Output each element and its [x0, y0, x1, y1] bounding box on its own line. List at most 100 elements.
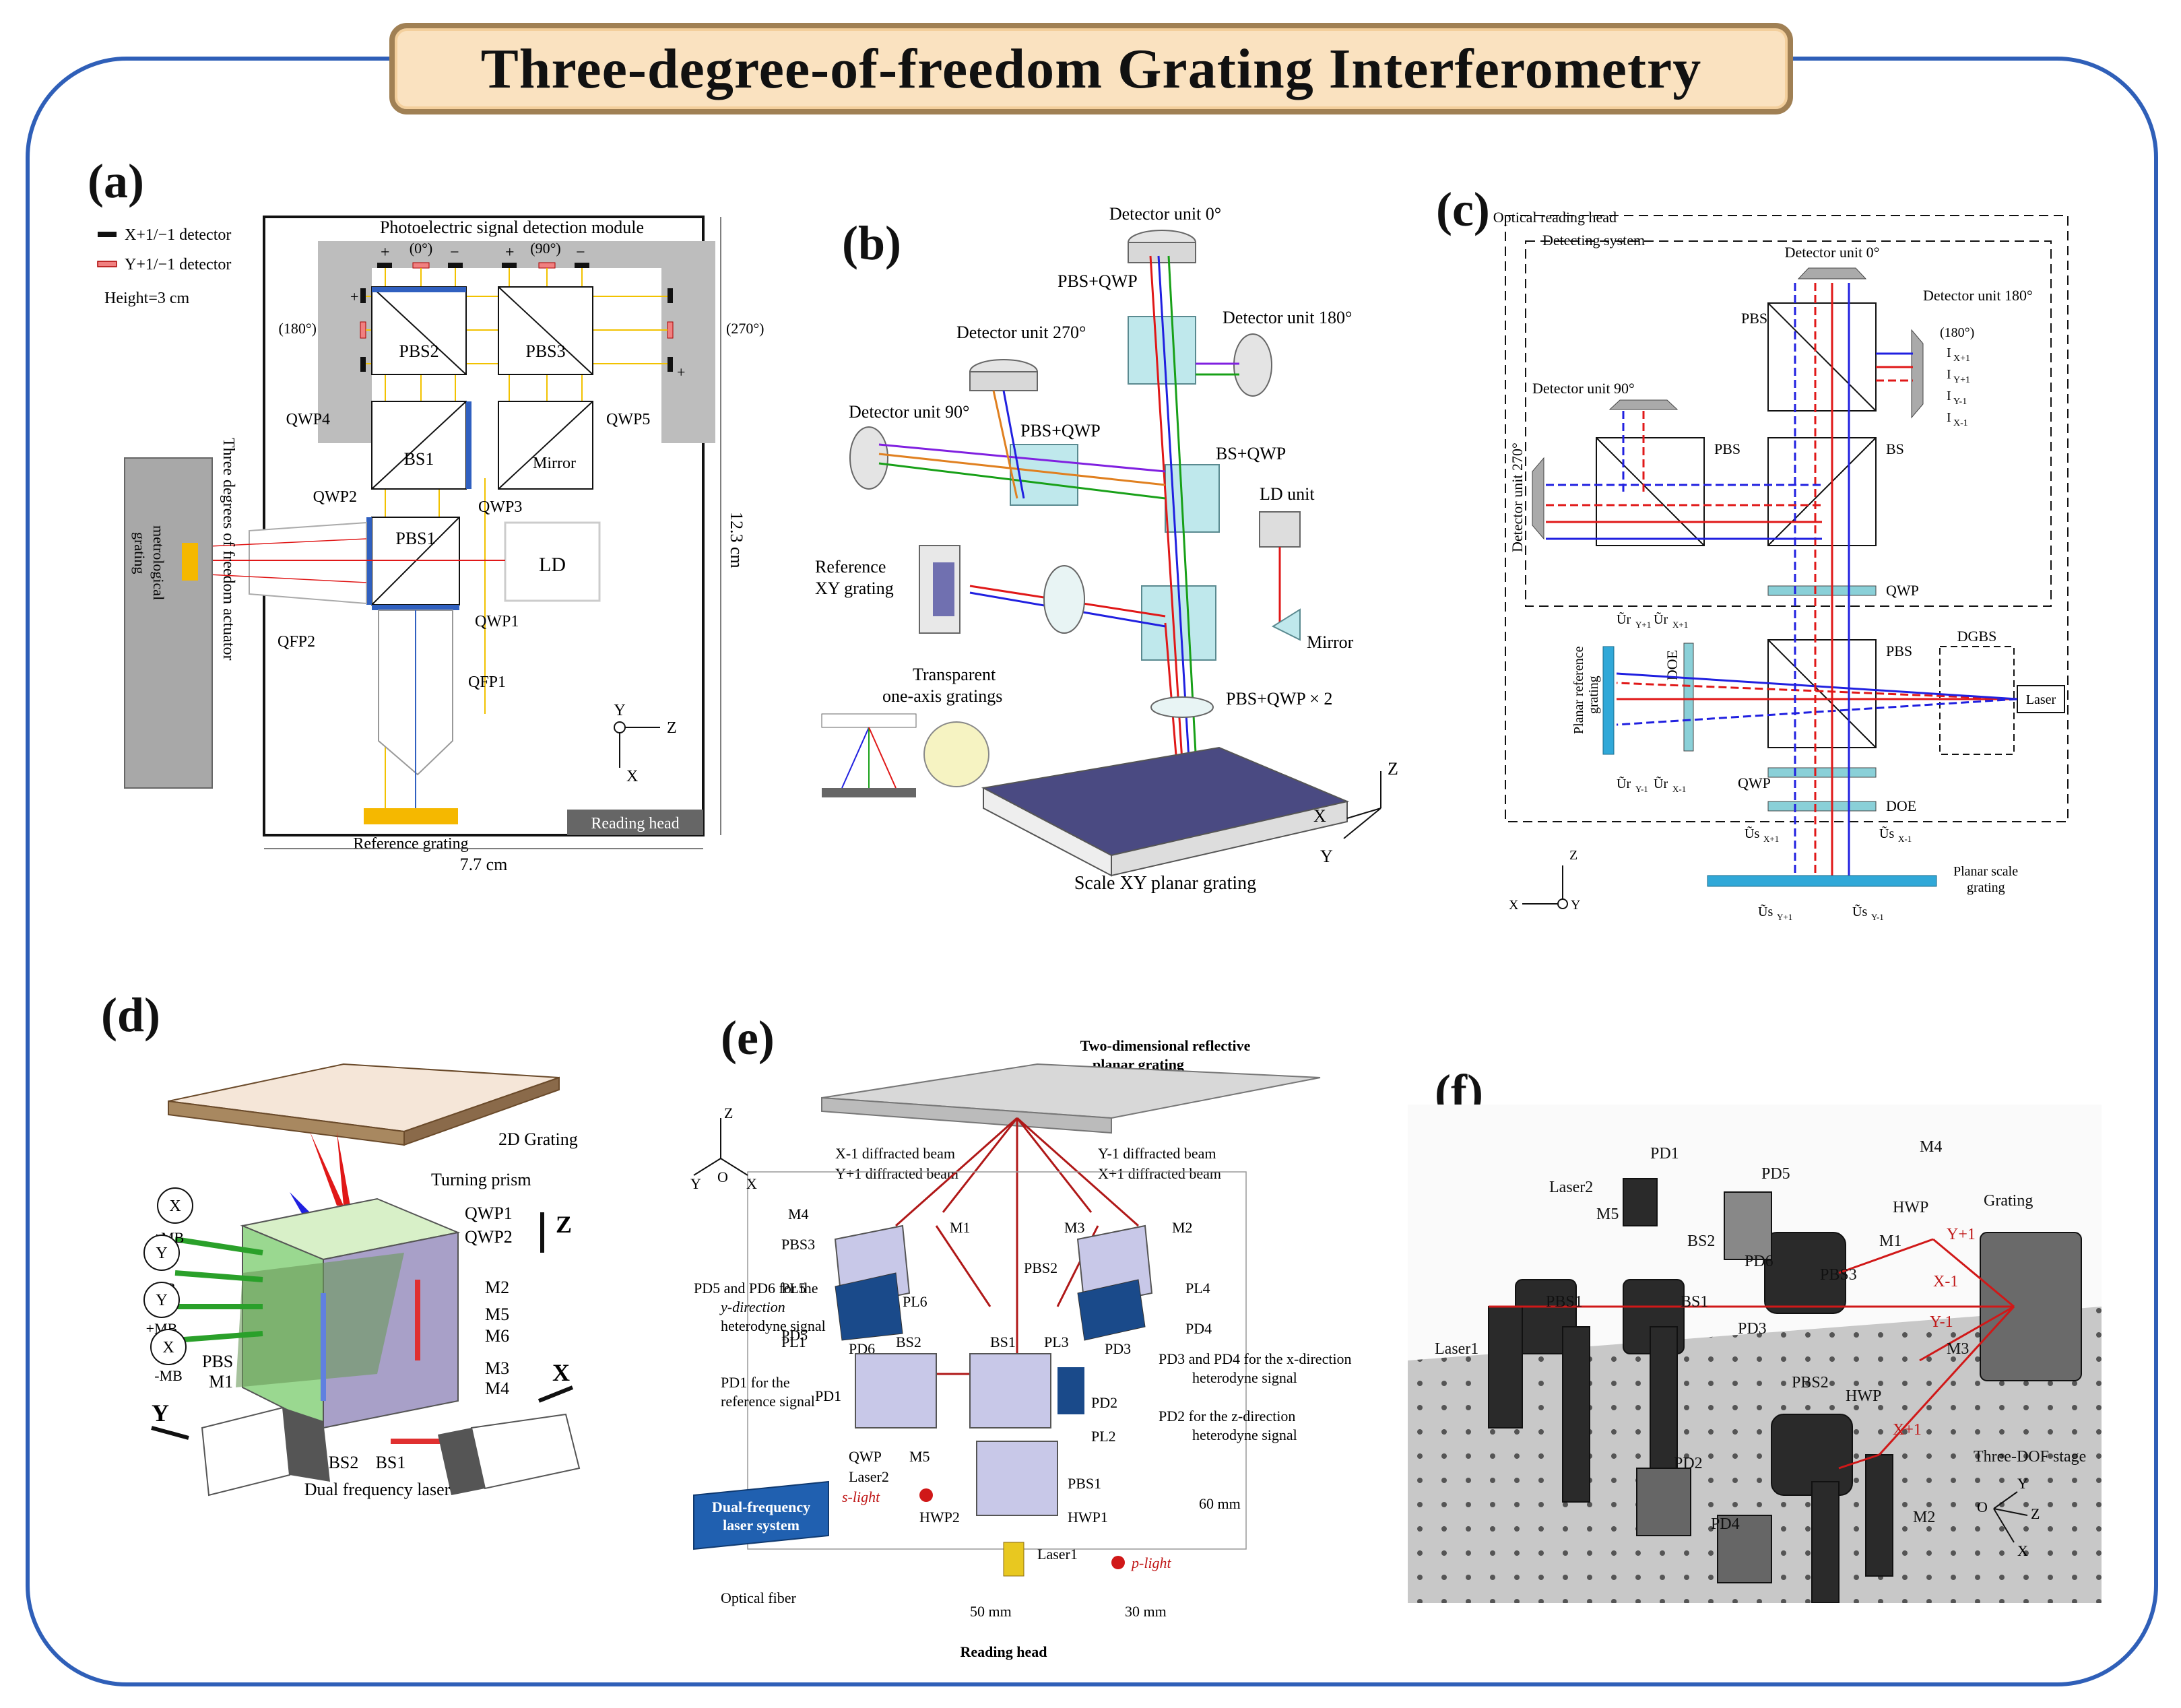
note-y-2: y-direction [719, 1299, 785, 1315]
pbs3-label-e: PBS3 [781, 1236, 815, 1253]
panel-a-diagram: X+1/−1 detector Y+1/−1 detector Height=3… [97, 216, 764, 874]
pbs-qwp-x2-label: PBS+QWP × 2 [1226, 689, 1332, 709]
note-x-2: heterodyne signal [1192, 1369, 1297, 1386]
psg-label-1: Planar scale [1953, 864, 2018, 879]
pl5-label: PL5 [781, 1280, 806, 1296]
optical-fiber-label: Optical fiber [721, 1589, 796, 1606]
mb3-symbol: Y [156, 1292, 167, 1309]
plus-90: + [505, 244, 515, 261]
m2-label-d: M2 [485, 1278, 509, 1297]
mb4-label: -MB [154, 1367, 183, 1384]
laser-label-c: Laser [2026, 692, 2056, 707]
urxm1-sub: X-1 [1672, 784, 1686, 794]
panel-label-e: (e) [721, 1011, 775, 1065]
pbs2-label-e: PBS2 [1024, 1259, 1057, 1276]
transparent-label-1: Transparent [913, 665, 996, 684]
axis-z-label-e: Z [724, 1105, 733, 1121]
hwp2-label: HWP2 [919, 1509, 960, 1525]
qfp2-label: QFP2 [278, 633, 315, 651]
axis-z-label-d: Z [556, 1211, 572, 1238]
transparent-label-2: one-axis gratings [882, 686, 1002, 706]
turning-prism-label: Turning prism [431, 1170, 531, 1189]
deg90-label: (90°) [530, 240, 560, 257]
iym1-sub: Y-1 [1953, 397, 1967, 407]
axis-y-label-f: Y [2017, 1475, 2028, 1492]
pl3-label: PL3 [1044, 1334, 1069, 1350]
reading-head-box [263, 216, 705, 836]
metro-label-2: grating [131, 532, 148, 574]
qfp1-label: QFP1 [468, 674, 506, 691]
dfl-label-1: Dual-frequency [712, 1499, 810, 1515]
usxm1-text: Ũs [1879, 825, 1894, 841]
metro-label-1: metrological [150, 525, 167, 600]
hwp1-label: HWP1 [1068, 1509, 1108, 1525]
pd6-label-f: PD6 [1745, 1253, 1773, 1270]
usym1-sub: Y-1 [1871, 912, 1884, 922]
panel-f-photo: PD1 PD5 M4 Laser2 M5 BS2 PD6 HWP Y+1 Gra… [1408, 1105, 2102, 1603]
plus-270: + [677, 364, 685, 381]
dim30-label: 30 mm [1125, 1603, 1167, 1620]
pbs-qwp-mid-label: PBS+QWP [1020, 421, 1101, 440]
usx1-text: Ũs [1745, 825, 1759, 841]
hwp-a-label-f: HWP [1893, 1199, 1928, 1216]
dim-height-label: 12.3 cm [727, 512, 746, 568]
m5-label-f: M5 [1596, 1206, 1619, 1223]
ref-label-2: XY grating [815, 579, 894, 598]
pbs1-label: PBS1 [395, 529, 435, 548]
legend-y-text: Y+1/−1 detector [125, 256, 231, 273]
bs1-label-f: BS1 [1681, 1293, 1708, 1311]
qwp4-label: QWP4 [286, 411, 330, 428]
ref-label-1: Reference [815, 557, 886, 577]
ix1-label: (180°) [1940, 325, 1974, 340]
note-z-1: PD2 for the z-direction [1159, 1408, 1295, 1424]
pbs2-label: PBS2 [399, 341, 438, 361]
iy1-text: I [1947, 367, 1951, 382]
m2-label-e: M2 [1172, 1219, 1193, 1236]
optical-head-label: Optical reading head [1493, 209, 1617, 226]
det90-label-c: Detector unit 90° [1532, 380, 1635, 397]
usy1-sub: Y+1 [1777, 912, 1792, 922]
detecting-system-label: Detecting system [1542, 232, 1645, 249]
m5-label-e: M5 [909, 1448, 930, 1465]
laser2-label-e: Laser2 [849, 1468, 889, 1485]
axis-x-label-d: X [552, 1359, 570, 1386]
usxm1-sub: X-1 [1898, 834, 1912, 844]
laser-label-d: Dual frequency laser [304, 1480, 451, 1499]
deg0-label: (0°) [410, 240, 432, 257]
reading-head-label-e: Reading head [961, 1643, 1047, 1660]
ym1-label-f: Y-1 [1930, 1313, 1953, 1331]
grating-label-e-1: Two-dimensional reflective [1080, 1037, 1251, 1054]
axis-x-label-f: X [2017, 1542, 2028, 1559]
det0-label-c: Detector unit 0° [1785, 244, 1880, 261]
usy1-text: Ũs [1758, 903, 1773, 919]
m3-label-e: M3 [1064, 1219, 1085, 1236]
p-light-label: p-light [1130, 1554, 1172, 1571]
pbs-label-d: PBS [202, 1352, 233, 1371]
axis-y-label: Y [614, 702, 625, 719]
m4-label-e: M4 [788, 1206, 809, 1222]
stage-label-f: Three-DOF stage [1974, 1448, 2086, 1466]
ury1-text: Ũr [1617, 611, 1631, 627]
axis-y-label-c: Y [1571, 898, 1580, 913]
m5-label-d: M5 [485, 1305, 509, 1324]
axis-z-label-b: Z [1388, 759, 1398, 779]
pl2-label: PL2 [1091, 1428, 1116, 1445]
axis-x-label-c: X [1509, 898, 1519, 913]
pbs1-label-f: PBS1 [1546, 1293, 1583, 1311]
laser1-label-e: Laser1 [1037, 1546, 1078, 1563]
ix1-text: I [1947, 346, 1951, 360]
axis-y-label-d: Y [152, 1400, 169, 1426]
det0-label: Detector unit 0° [1109, 204, 1221, 224]
bs2-label-e: BS2 [896, 1334, 921, 1350]
ixm1-sub: X-1 [1953, 418, 1968, 428]
det270-label: Detector unit 270° [956, 323, 1086, 342]
axis-x-label: X [626, 768, 638, 785]
axis-z-label: Z [667, 719, 677, 737]
urxm1-text: Ũr [1654, 775, 1668, 791]
pbs1-label-e: PBS1 [1068, 1475, 1101, 1492]
hwp-b-label-f: HWP [1846, 1387, 1881, 1405]
plus-180: + [350, 288, 358, 305]
axis-x-label-e: X [746, 1175, 757, 1192]
panel-e-diagram: Two-dimensional reflective planar gratin… [690, 1037, 1352, 1660]
qwp2-label-d: QWP2 [465, 1227, 513, 1247]
